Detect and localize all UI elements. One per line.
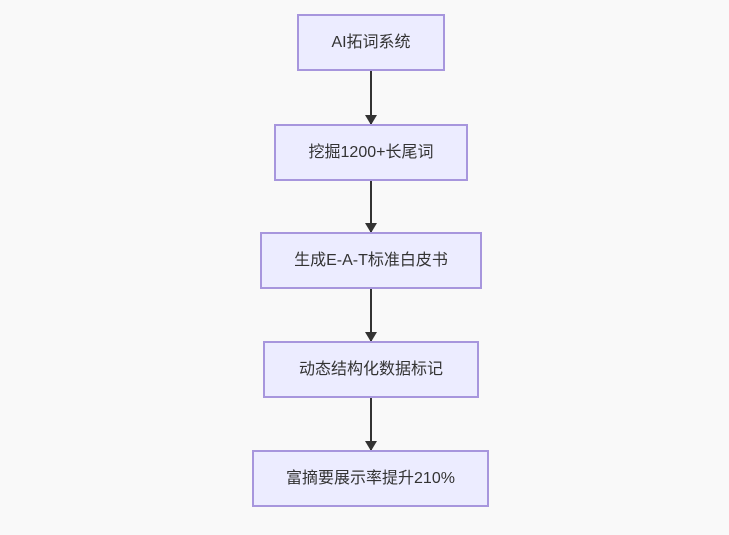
arrow-line bbox=[370, 71, 372, 124]
flow-node-label: AI拓词系统 bbox=[331, 33, 411, 51]
arrowhead-down-icon bbox=[365, 441, 377, 451]
arrow-line bbox=[370, 398, 372, 450]
arrow-line bbox=[370, 181, 372, 232]
flow-node-label: 富摘要展示率提升210% bbox=[286, 469, 455, 487]
arrow-line bbox=[370, 289, 372, 341]
flow-node-label: 动态结构化数据标记 bbox=[298, 360, 443, 378]
arrowhead-down-icon bbox=[365, 332, 377, 342]
flow-node-structured-data: 动态结构化数据标记 bbox=[263, 341, 479, 398]
arrowhead-down-icon bbox=[365, 223, 377, 233]
flow-node-ai-word-system: AI拓词系统 bbox=[297, 14, 445, 71]
flow-node-label: 挖掘1200+长尾词 bbox=[308, 143, 434, 161]
flow-node-label: 生成E-A-T标准白皮书 bbox=[294, 251, 448, 269]
flow-node-rich-snippet-result: 富摘要展示率提升210% bbox=[252, 450, 489, 507]
flow-node-eat-whitepaper: 生成E-A-T标准白皮书 bbox=[260, 232, 482, 289]
flow-node-longtail-mining: 挖掘1200+长尾词 bbox=[274, 124, 468, 181]
arrowhead-down-icon bbox=[365, 115, 377, 125]
